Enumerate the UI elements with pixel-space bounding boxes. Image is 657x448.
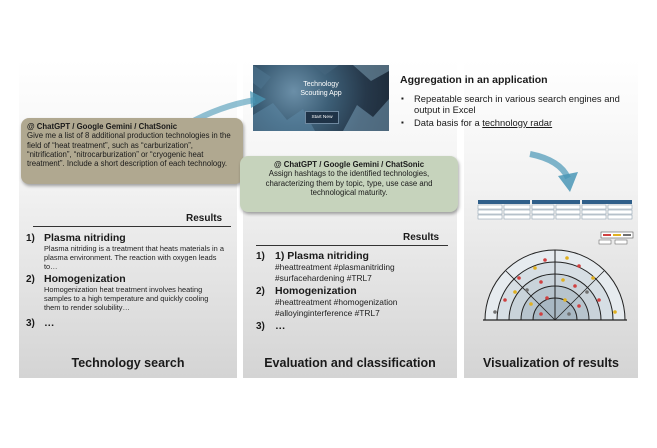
aggregation-list: ▪ Repeatable search in various search en… — [401, 93, 636, 129]
eval-item-tags: #heattreatment #homogenization #alloying… — [275, 297, 398, 318]
excel-table-icon — [477, 200, 633, 220]
bullet-icon: ▪ — [401, 94, 404, 103]
eval-item-title: … — [275, 320, 286, 332]
app-title-line: Scouting App — [300, 89, 342, 97]
eval-item: … — [275, 320, 286, 332]
aggregation-item-text: Repeatable search in various search engi… — [414, 93, 620, 116]
radar-legend-icon — [598, 231, 634, 245]
search-item-title: … — [44, 317, 55, 329]
aggregation-item: ▪ Data basis for a technology radar — [401, 116, 636, 128]
app-title-line: Technology — [303, 81, 339, 88]
radar-technology-dots — [493, 256, 617, 316]
search-item-title: Plasma nitriding — [44, 232, 126, 244]
bullet-icon: ▪ — [401, 117, 404, 127]
radar-rings — [483, 249, 627, 321]
prompt-body: Assign hashtags to the identified techno… — [265, 169, 433, 197]
start-new-button[interactable]: Start New — [305, 111, 339, 124]
eval-results-divider — [256, 245, 448, 246]
eval-item-number: 3) — [256, 321, 265, 332]
search-item-number: 2) — [26, 274, 35, 285]
eval-item-tags: #heattreatment #plasmanitriding #surface… — [275, 262, 395, 283]
search-item-number: 1) — [26, 233, 35, 244]
search-item: … — [44, 317, 55, 329]
search-item-description: Plasma nitriding is a treatment that hea… — [44, 244, 224, 271]
aggregation-item: ▪ Repeatable search in various search en… — [401, 93, 636, 116]
eval-item-number: 1) — [256, 251, 265, 262]
search-item-number: 3) — [26, 318, 35, 329]
panel-title-visualization: Visualization of results — [483, 356, 619, 370]
crystal-texture-graphic — [253, 65, 389, 131]
prompt-header: @ ChatGPT / Google Gemini / ChatSonic — [27, 122, 178, 131]
technology-radar-graphic — [477, 200, 634, 321]
search-item-description: Homogenization heat treatment involves h… — [44, 285, 209, 312]
technology-radar-link: technology radar — [482, 116, 553, 128]
panel-title-evaluation: Evaluation and classification — [264, 356, 436, 370]
aggregation-title: Aggregation in an application — [400, 74, 548, 86]
aggregation-item-text: Data basis for a — [414, 116, 480, 128]
prompt-header: @ ChatGPT / Google Gemini / ChatSonic — [273, 160, 425, 169]
eval-item: Homogenization #heattreatment #homogeniz… — [275, 285, 453, 319]
eval-item-number: 2) — [256, 286, 265, 297]
eval-results-heading: Results — [403, 232, 440, 243]
app-title: Technology Scouting App — [253, 81, 389, 98]
search-item-title: Homogenization — [44, 273, 126, 285]
hashtag-prompt-bubble: @ ChatGPT / Google Gemini / ChatSonic As… — [240, 156, 458, 212]
eval-item-title: 1) Plasma nitriding — [275, 250, 369, 262]
prompt-body: Give me a list of 8 additional productio… — [27, 131, 231, 169]
eval-item-title: Homogenization — [275, 285, 357, 297]
search-results-divider — [33, 226, 231, 227]
search-item: Plasma nitriding Plasma nitriding is a t… — [44, 232, 224, 271]
search-item: Homogenization Homogenization heat treat… — [44, 273, 224, 312]
panel-title-technology-search: Technology search — [71, 356, 185, 370]
search-results-heading: Results — [186, 213, 223, 224]
technology-scouting-app-screenshot: Technology Scouting App Start New — [253, 65, 389, 131]
search-prompt-bubble: @ ChatGPT / Google Gemini / ChatSonic Gi… — [21, 118, 243, 184]
eval-item: 1) Plasma nitriding #heattreatment #plas… — [275, 250, 453, 284]
